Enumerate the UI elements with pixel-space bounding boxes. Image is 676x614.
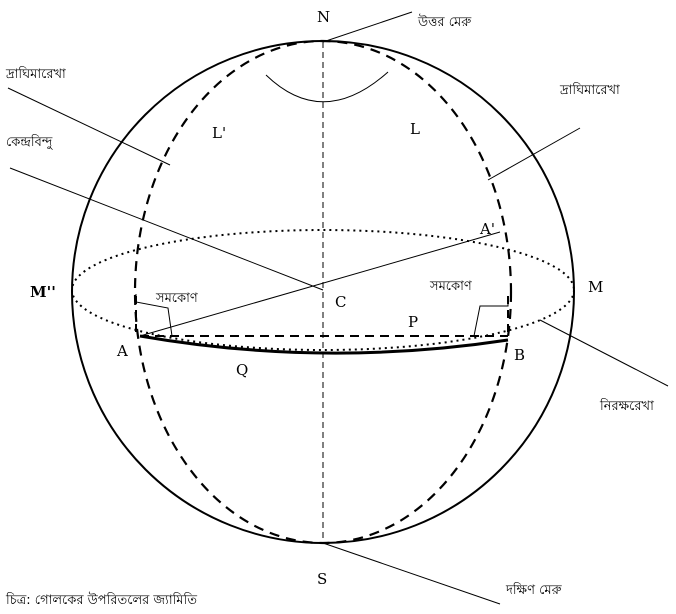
label-L: L xyxy=(410,120,420,138)
label-P: P xyxy=(408,313,418,331)
label-M-prime: M'' xyxy=(30,283,56,301)
annotation-meridian-left: দ্রাঘিমারেখা xyxy=(5,66,66,82)
label-B: B xyxy=(514,346,525,364)
right-angle-marker-right xyxy=(473,296,509,337)
label-N: N xyxy=(317,8,330,26)
leader-equator xyxy=(539,319,669,387)
label-Q: Q xyxy=(236,361,248,379)
leader-meridian-left xyxy=(7,87,171,166)
annotation-right-angle-left: সমকোণ xyxy=(155,291,199,306)
annotation-equator: নিরক্ষরেখা xyxy=(599,398,654,414)
leader-north-pole xyxy=(322,11,413,43)
annotation-south-pole: দক্ষিণ মেরু xyxy=(505,582,563,598)
label-M: M xyxy=(588,278,603,296)
angle-arc-top xyxy=(265,71,389,103)
line-A-Aprime xyxy=(139,231,501,337)
leader-meridian-right xyxy=(487,127,581,181)
label-L-prime: L' xyxy=(212,124,226,142)
annotation-north-pole: উত্তর মেরু xyxy=(417,14,472,30)
annotation-meridian-right: দ্রাঘিমারেখা xyxy=(559,82,620,98)
label-A-prime: A' xyxy=(479,220,495,238)
arc-AQB xyxy=(139,334,509,355)
equator-ellipse xyxy=(71,229,575,351)
label-S: S xyxy=(317,570,327,588)
leader-center xyxy=(9,167,324,291)
annotation-center-point: কেন্দ্রবিন্দু xyxy=(6,134,53,150)
label-A: A xyxy=(116,342,128,360)
annotation-right-angle-right: সমকোণ xyxy=(429,279,473,294)
figure-caption: চিত্র: গোলকের উপরিতলের জ্যামিতি xyxy=(5,592,197,608)
leader-south-pole xyxy=(322,542,501,605)
label-C: C xyxy=(335,293,346,311)
